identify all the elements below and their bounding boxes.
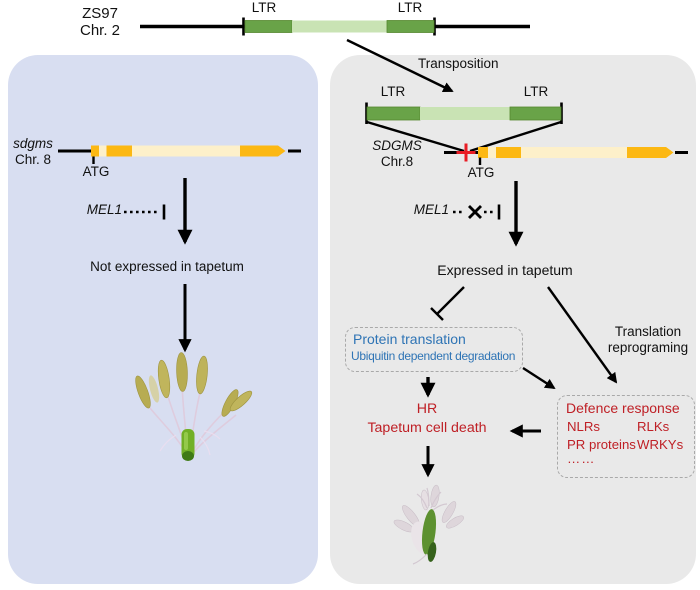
expressed-to-protein-inhibition: [430, 286, 465, 321]
defence-item-rlks: RLKs: [637, 419, 670, 434]
chr2-ltr-retrotransposon: [140, 17, 530, 36]
left-panel-connectors: [124, 178, 193, 353]
protein-to-defence-arrow: [522, 366, 556, 390]
insertion-line-left: [366, 120, 465, 153]
sterile-flower-illustration: [393, 484, 464, 565]
sdgms-mutant-gene-label: SDGMS Chr.8: [366, 138, 428, 169]
defence-item-pr-proteins: PR proteins: [567, 437, 636, 452]
block-x-mark: [468, 205, 482, 219]
defence-response-box: Defence response NLRs RLKs PR proteins W…: [557, 395, 695, 478]
defence-item-ellipsis: ……: [567, 451, 596, 466]
sdgms-mutant-gene-name: SDGMS: [372, 138, 422, 153]
ltr-label-right-panel-left: LTR: [380, 84, 406, 99]
expressed-label: Expressed in tapetum: [437, 262, 573, 278]
defence-item-wrkys: WRKYs: [637, 437, 684, 452]
defence-response-title: Defence response: [566, 400, 680, 416]
chr2-label: ZS97 Chr. 2: [70, 5, 130, 40]
mel1-label-right: MEL1: [413, 202, 449, 217]
ltr-box-left: [244, 20, 293, 33]
ltr-label-right-panel-right: LTR: [523, 84, 549, 99]
atg-label-right: ATG: [467, 165, 495, 180]
sdgms-gene-name: sdgms: [13, 136, 53, 151]
sdgms-gene-chr: Chr. 8: [14, 151, 52, 167]
mel1-blocked-inhibition: [453, 204, 501, 220]
insertion-line-right: [469, 120, 562, 153]
protein-translation-box: Protein translation Ubiquitin dependent …: [345, 327, 523, 372]
ubiquitin-degradation-label: Ubiquitin dependent degradation: [351, 349, 516, 363]
fertile-flower-illustration: [135, 352, 253, 461]
mutant-panel-background: [330, 55, 696, 584]
chr2-label-line1: ZS97: [82, 5, 118, 22]
ltr-label-top-right: LTR: [397, 0, 423, 15]
hr-label: HR: [416, 401, 438, 417]
transposed-ltr-element: [365, 102, 563, 153]
sdgms-gene-structure: [58, 145, 301, 164]
not-expressed-label: Not expressed in tapetum: [90, 259, 244, 274]
transposition-arrow: [346, 38, 454, 93]
right-panel-connectors: [420, 181, 618, 478]
chr2-label-line2: Chr. 2: [79, 22, 121, 40]
ltr-box-right: [386, 20, 435, 33]
translation-reprograming-label: Translation reprograming: [600, 324, 696, 355]
sdgms-mutant-gene-chr: Chr.8: [380, 153, 414, 169]
ltr-label-top-left: LTR: [251, 0, 277, 15]
mel1-label-left: MEL1: [86, 202, 122, 217]
transposition-label: Transposition: [418, 56, 499, 71]
translation-reprograming-line2: reprograming: [607, 339, 689, 355]
tapetum-cell-death-label: Tapetum cell death: [367, 420, 487, 436]
translation-reprograming-arrow: [547, 286, 618, 384]
defence-item-nlrs: NLRs: [567, 419, 600, 434]
sdgms-gene-label: sdgms Chr. 8: [5, 136, 61, 167]
mel1-inhibition: [124, 204, 166, 220]
ltr-box-left: [366, 106, 421, 121]
protein-translation-label: Protein translation: [353, 331, 466, 347]
sdgms-mutant-gene-structure: [444, 143, 688, 165]
ltr-box-right: [509, 106, 562, 121]
transposon-body: [292, 20, 387, 33]
translation-reprograming-line1: Translation: [614, 324, 682, 339]
wild-type-panel-background: [8, 55, 318, 584]
transposon-body: [420, 107, 510, 120]
atg-label-left: ATG: [82, 164, 110, 179]
